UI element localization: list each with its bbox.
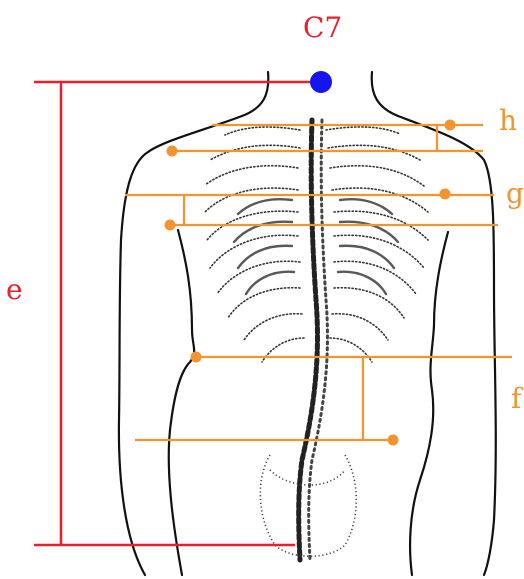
- g-label: g: [506, 180, 524, 208]
- measurement-lines-orange: [125, 125, 512, 440]
- left-flank-outline: [169, 230, 194, 575]
- neck-right-line: [372, 72, 398, 116]
- h-label: h: [499, 107, 517, 135]
- f-upper-point: [191, 352, 202, 363]
- c7-label: C7: [303, 14, 342, 42]
- f-label: f: [511, 385, 521, 413]
- h-lower-point: [167, 146, 178, 157]
- spine: [299, 120, 328, 560]
- left-shoulder-arm-outline: [119, 116, 242, 575]
- g-lower-point: [165, 220, 176, 231]
- h-upper-point: [445, 120, 456, 131]
- e-label: e: [6, 276, 23, 304]
- right-flank-outline: [410, 232, 448, 575]
- g-upper-point: [440, 189, 451, 200]
- c7-point: [310, 71, 332, 93]
- f-lower-point: [388, 435, 399, 446]
- neck-left-line: [242, 72, 268, 116]
